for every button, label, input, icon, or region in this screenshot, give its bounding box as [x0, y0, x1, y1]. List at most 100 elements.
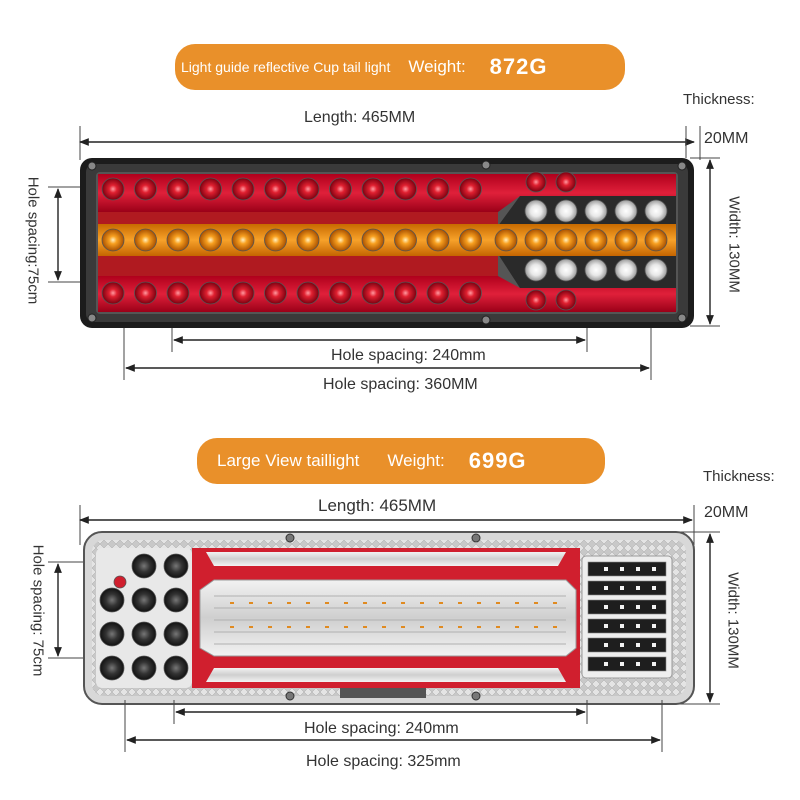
amber-chip [268, 626, 272, 628]
black-bulb [163, 553, 189, 579]
black-bulb [99, 655, 125, 681]
red-led [459, 281, 482, 305]
amber-chip [496, 626, 500, 628]
amber-chip [534, 626, 538, 628]
amber-led [199, 228, 222, 252]
product1-length-label: Length: 465MM [304, 109, 416, 126]
white-chip [652, 643, 656, 647]
product1-weight-label: Weight: [408, 57, 466, 76]
red-led [101, 281, 125, 305]
red-led [394, 281, 417, 305]
white-chip [604, 605, 608, 609]
red-led [264, 281, 287, 305]
white-led [524, 258, 548, 282]
white-led [554, 199, 578, 223]
product2-thickness-label: Thickness: [703, 468, 775, 485]
amber-chip [401, 602, 405, 604]
black-bulb [131, 587, 157, 613]
amber-led [296, 228, 320, 252]
amber-chip [344, 626, 348, 628]
white-chip [604, 643, 608, 647]
red-led [199, 177, 222, 201]
black-bulb [163, 621, 189, 647]
amber-chip [553, 602, 557, 604]
amber-led [614, 228, 638, 252]
red-led [459, 177, 482, 201]
red-led [134, 281, 157, 305]
white-chip [636, 567, 640, 571]
amber-chip [325, 602, 329, 604]
white-chip [604, 624, 608, 628]
amber-chip [325, 626, 329, 628]
white-chip [620, 605, 624, 609]
red-led [525, 171, 547, 193]
red-led [555, 289, 577, 311]
black-bulb [163, 587, 189, 613]
amber-chip [420, 602, 424, 604]
white-chip [636, 586, 640, 590]
amber-chip [382, 626, 386, 628]
white-chip [620, 662, 624, 666]
amber-chip [230, 626, 234, 628]
product2-weight-label: Weight: [387, 451, 445, 470]
amber-led [101, 228, 125, 252]
amber-chip [344, 602, 348, 604]
amber-led [426, 228, 450, 252]
reverse-led-strip [587, 618, 667, 634]
red-led [134, 177, 157, 201]
product2-width-label: Width: 130MM [724, 572, 742, 669]
white-chip [652, 567, 656, 571]
red-led [101, 177, 125, 201]
white-led [584, 199, 608, 223]
amber-chip [477, 602, 481, 604]
white-chip [636, 605, 640, 609]
red-led [166, 177, 190, 201]
product1-thickness-value: 20MM [704, 130, 749, 147]
amber-led [329, 228, 352, 252]
product2-weight-value: 699G [468, 448, 527, 473]
amber-chip [306, 626, 310, 628]
amber-chip [249, 626, 253, 628]
product2-hole-spacing-outer: Hole spacing: 325mm [306, 753, 461, 770]
red-led [231, 281, 255, 305]
amber-chip [287, 626, 291, 628]
white-chip [620, 586, 624, 590]
red-led [361, 281, 385, 305]
amber-led [166, 228, 190, 252]
reverse-led-strip [587, 637, 667, 653]
white-chip [652, 662, 656, 666]
amber-chip [553, 626, 557, 628]
amber-chip [306, 602, 310, 604]
amber-led [231, 228, 255, 252]
red-led [296, 281, 320, 305]
amber-chip [534, 602, 538, 604]
amber-led [554, 228, 578, 252]
amber-chip [268, 602, 272, 604]
white-led [644, 199, 668, 223]
amber-chip [420, 626, 424, 628]
red-led [264, 177, 287, 201]
amber-chip [477, 626, 481, 628]
amber-chip [363, 602, 367, 604]
amber-led [524, 228, 548, 252]
reverse-led-strip [587, 599, 667, 615]
white-chip [636, 624, 640, 628]
white-led [614, 258, 638, 282]
reverse-led-strip [587, 561, 667, 577]
amber-chip [287, 602, 291, 604]
white-led [644, 258, 668, 282]
white-chip [604, 662, 608, 666]
amber-chip [439, 626, 443, 628]
product1-hole-vertical-label: Hole spacing:75cm [24, 176, 42, 305]
amber-led [264, 228, 287, 252]
black-bulb [131, 553, 157, 579]
amber-led [494, 228, 518, 252]
amber-chip [496, 602, 500, 604]
white-led [614, 199, 638, 223]
amber-led [644, 228, 668, 252]
red-led [296, 177, 320, 201]
product1-hole-spacing-outer: Hole spacing: 360MM [323, 376, 478, 393]
white-chip [636, 643, 640, 647]
red-led [166, 281, 190, 305]
